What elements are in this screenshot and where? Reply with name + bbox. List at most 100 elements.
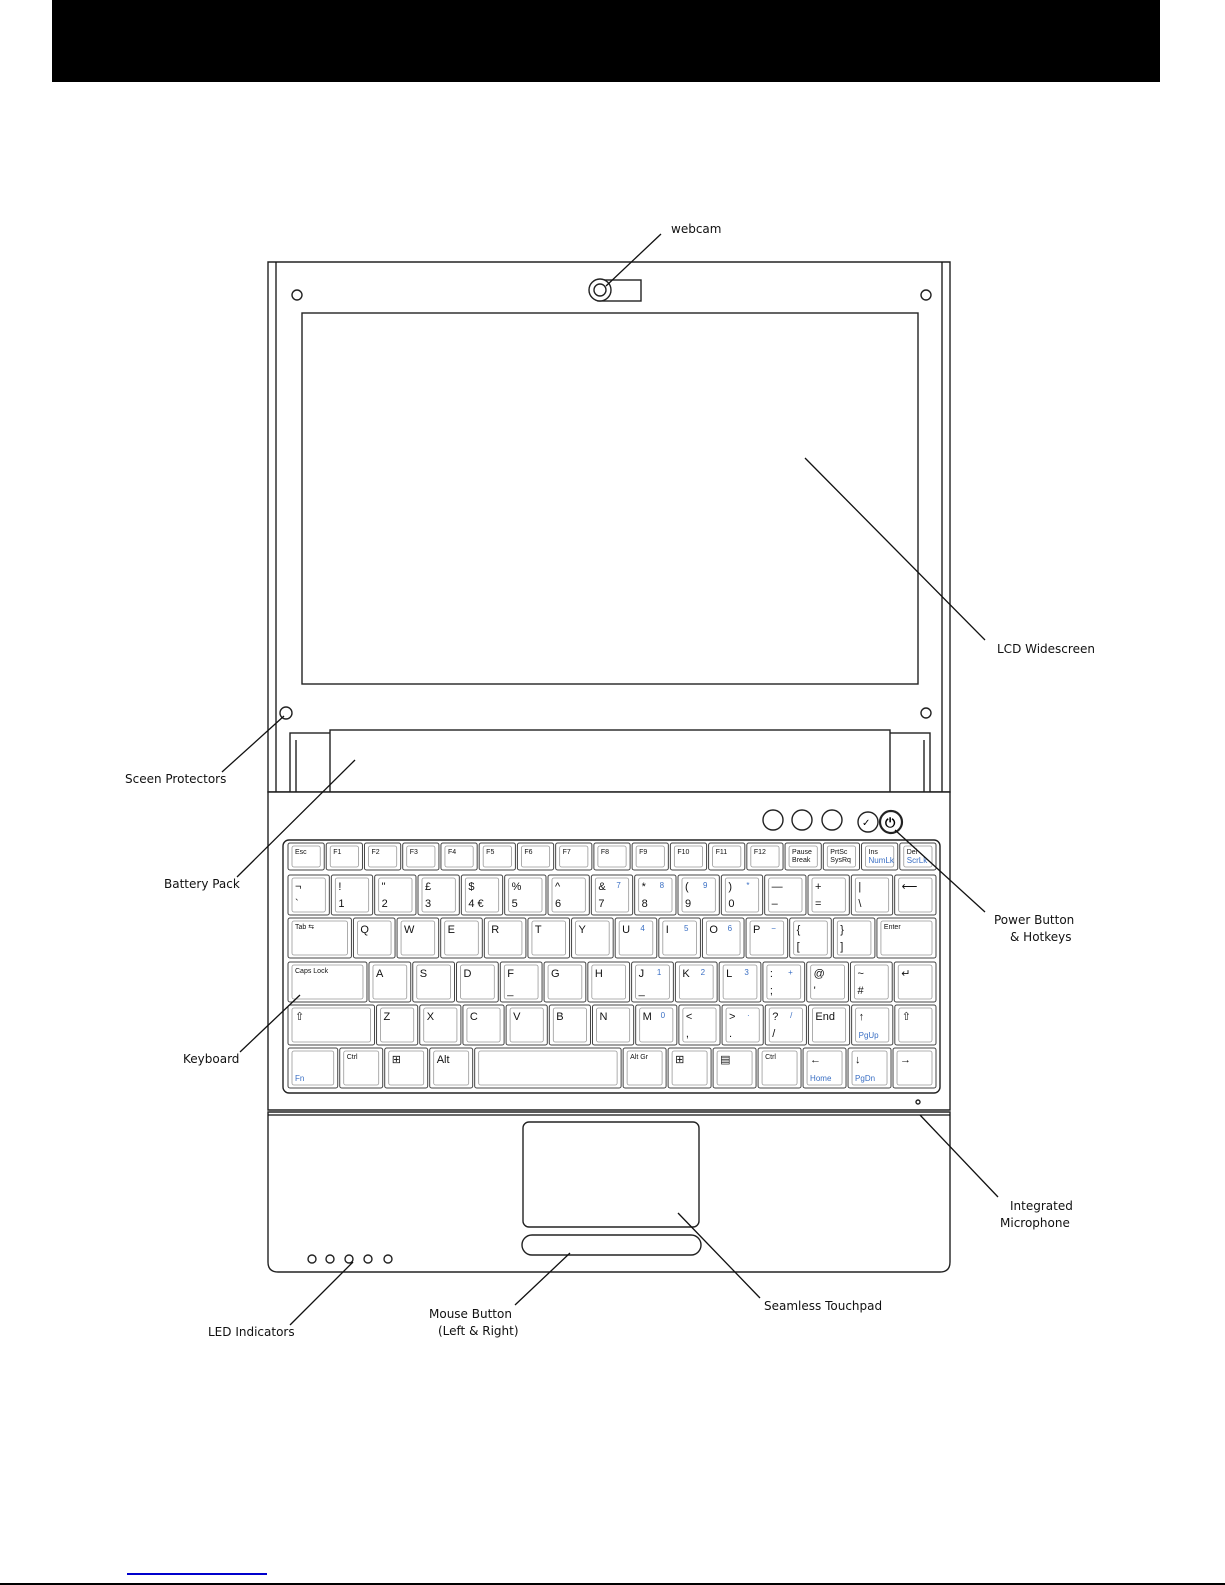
key[interactable]: ▤ bbox=[712, 1047, 757, 1089]
key[interactable]: W bbox=[396, 917, 440, 959]
screen-protector bbox=[279, 706, 293, 720]
key[interactable]: += bbox=[807, 874, 850, 916]
key[interactable]: F2 bbox=[363, 842, 402, 871]
callout-touchpad: Seamless Touchpad bbox=[764, 1299, 882, 1313]
key[interactable]: F10 bbox=[669, 842, 708, 871]
key[interactable]: F7 bbox=[555, 842, 593, 871]
key[interactable]: ↵ bbox=[893, 961, 937, 1003]
key[interactable]: —– bbox=[764, 874, 807, 916]
mouse-button[interactable] bbox=[521, 1234, 702, 1256]
hotkey-button[interactable] bbox=[821, 809, 843, 831]
key[interactable]: ^6 bbox=[547, 874, 590, 916]
power-button[interactable] bbox=[878, 809, 904, 835]
key[interactable]: Y bbox=[571, 917, 614, 959]
key-label: < bbox=[686, 1011, 692, 1023]
key[interactable]: R bbox=[483, 917, 527, 959]
key[interactable]: N bbox=[591, 1004, 635, 1046]
key[interactable]: Enter bbox=[876, 917, 937, 959]
callout-screen-protectors: Sceen Protectors bbox=[125, 772, 226, 786]
key[interactable]: {[ bbox=[789, 917, 832, 959]
key[interactable]: $4 € bbox=[460, 874, 504, 916]
key[interactable]: Alt bbox=[429, 1047, 474, 1089]
key[interactable]: B bbox=[548, 1004, 591, 1046]
key[interactable]: £3 bbox=[417, 874, 460, 916]
key[interactable]: ⇧ bbox=[287, 1004, 376, 1046]
hotkey-button[interactable] bbox=[762, 809, 784, 831]
key[interactable]: X bbox=[419, 1004, 462, 1046]
key[interactable]: End bbox=[807, 1004, 851, 1046]
key-label: | bbox=[858, 881, 861, 893]
key[interactable]: ?// bbox=[764, 1004, 807, 1046]
key[interactable]: F4 bbox=[440, 842, 478, 871]
key[interactable]: ~# bbox=[849, 961, 893, 1003]
key[interactable]: Tab ⇆ bbox=[287, 917, 352, 959]
key[interactable]: D bbox=[456, 961, 499, 1003]
key-label: ] bbox=[840, 941, 843, 953]
key[interactable]: S bbox=[412, 961, 456, 1003]
key[interactable]: F5 bbox=[478, 842, 516, 871]
key[interactable]: F3 bbox=[402, 842, 440, 871]
key[interactable]: P− bbox=[745, 917, 789, 959]
key[interactable] bbox=[474, 1047, 622, 1089]
key[interactable]: Alt Gr bbox=[622, 1047, 667, 1089]
touchpad[interactable] bbox=[522, 1121, 700, 1228]
key[interactable]: A bbox=[368, 961, 412, 1003]
hotkey-button[interactable] bbox=[791, 809, 813, 831]
key[interactable]: F1 bbox=[325, 842, 363, 871]
key[interactable]: Ctrl bbox=[757, 1047, 802, 1089]
key[interactable]: G bbox=[543, 961, 587, 1003]
key[interactable]: H bbox=[587, 961, 631, 1003]
key[interactable]: → bbox=[892, 1047, 937, 1089]
key[interactable]: F_ bbox=[499, 961, 543, 1003]
key[interactable]: :;+ bbox=[762, 961, 806, 1003]
key[interactable]: C bbox=[462, 1004, 505, 1046]
key[interactable]: ←Home bbox=[802, 1047, 847, 1089]
key[interactable]: *88 bbox=[634, 874, 677, 916]
key[interactable]: F12 bbox=[746, 842, 784, 871]
key[interactable]: @' bbox=[806, 961, 849, 1003]
key[interactable]: !1 bbox=[330, 874, 374, 916]
key[interactable]: Q bbox=[352, 917, 396, 959]
key[interactable]: F9 bbox=[631, 842, 669, 871]
key[interactable]: ↑PgUp bbox=[851, 1004, 894, 1046]
key[interactable]: F6 bbox=[516, 842, 555, 871]
key[interactable]: %5 bbox=[504, 874, 547, 916]
footer-link[interactable] bbox=[127, 1573, 267, 1575]
key[interactable]: Ctrl bbox=[339, 1047, 384, 1089]
key[interactable]: )0* bbox=[720, 874, 764, 916]
hotkey-button[interactable] bbox=[857, 811, 879, 833]
key[interactable]: ⊞ bbox=[384, 1047, 429, 1089]
key[interactable]: V bbox=[505, 1004, 548, 1046]
key[interactable]: Caps Lock bbox=[287, 961, 368, 1003]
key[interactable]: Z bbox=[376, 1004, 419, 1046]
key[interactable]: &77 bbox=[590, 874, 634, 916]
key[interactable]: (99 bbox=[677, 874, 720, 916]
key[interactable]: ⟵ bbox=[894, 874, 937, 916]
key[interactable]: ⊞ bbox=[667, 1047, 712, 1089]
key[interactable]: F8 bbox=[593, 842, 631, 871]
key[interactable]: F11 bbox=[708, 842, 746, 871]
key[interactable]: }] bbox=[832, 917, 876, 959]
key[interactable]: E bbox=[440, 917, 483, 959]
key[interactable]: ↓PgDn bbox=[847, 1047, 892, 1089]
key[interactable]: >.· bbox=[721, 1004, 764, 1046]
key[interactable]: |\ bbox=[850, 874, 894, 916]
key[interactable]: ¬` bbox=[287, 874, 330, 916]
key[interactable]: "2 bbox=[374, 874, 417, 916]
key[interactable]: <, bbox=[678, 1004, 721, 1046]
key[interactable]: Esc bbox=[287, 842, 325, 871]
key[interactable]: J_1 bbox=[631, 961, 674, 1003]
key[interactable]: ⇧ bbox=[894, 1004, 937, 1046]
key[interactable]: T bbox=[527, 917, 571, 959]
key[interactable]: Fn bbox=[287, 1047, 339, 1089]
